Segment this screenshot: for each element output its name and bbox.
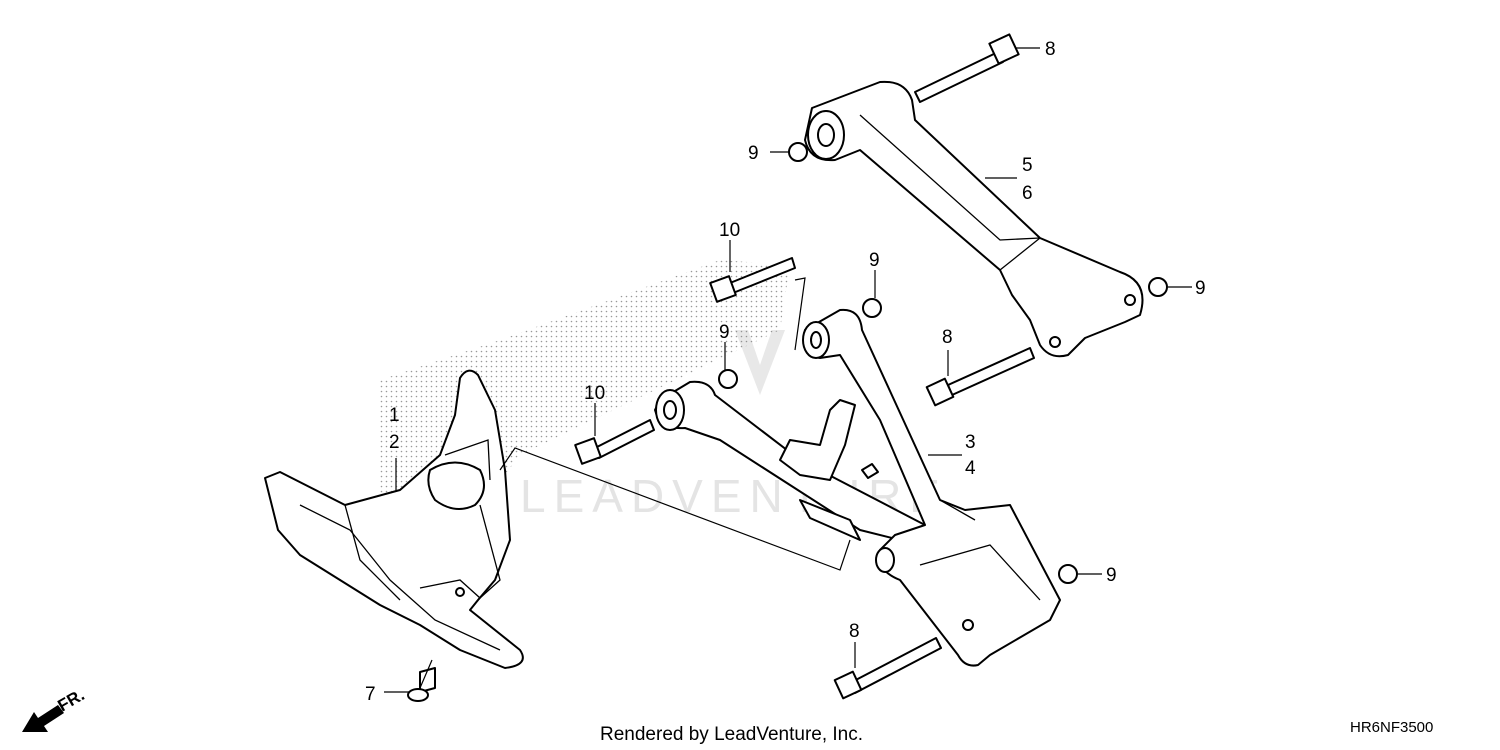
bolt-bottom-8: [833, 637, 942, 700]
bolt-top-8: [914, 33, 1020, 103]
nut-9: [718, 142, 1168, 584]
callout-10-top: 10: [719, 220, 740, 241]
footer-credit: Rendered by LeadVenture, Inc.: [600, 724, 863, 745]
diagram-code: HR6NF3500: [1350, 719, 1433, 736]
callout-7: 7: [365, 684, 376, 705]
leader-lines: [384, 47, 1192, 693]
callout-9-d: 9: [719, 322, 730, 343]
upper-arm-part-5-6: [804, 80, 1144, 358]
callout-6: 6: [1022, 183, 1033, 204]
callout-4: 4: [965, 458, 976, 479]
callout-5: 5: [1022, 155, 1033, 176]
callout-8-bottom: 8: [849, 621, 860, 642]
callout-3: 3: [965, 432, 976, 453]
callout-9-b: 9: [869, 250, 880, 271]
callout-9-c: 9: [1195, 278, 1206, 299]
lower-arm-part-3-4: [654, 308, 1061, 667]
front-direction-arrow: FR.: [22, 685, 88, 732]
callout-labels: 1 2 3 4 5 6 7 8 8 8 9 9 9 9 9 10 10: [365, 39, 1206, 705]
bolt-upper-10: [709, 257, 796, 303]
bolt-lower-10: [574, 419, 655, 465]
callout-10-mid: 10: [584, 383, 605, 404]
callout-8-top: 8: [1045, 39, 1056, 60]
callout-2: 2: [389, 432, 400, 453]
callout-1: 1: [389, 405, 400, 426]
callout-9-e: 9: [1106, 565, 1117, 586]
bolt-mid-8: [925, 347, 1035, 407]
screw-7: [407, 667, 436, 702]
guard-part-1-2: [264, 369, 524, 669]
callout-9-a: 9: [748, 143, 759, 164]
callout-8-mid: 8: [942, 327, 953, 348]
